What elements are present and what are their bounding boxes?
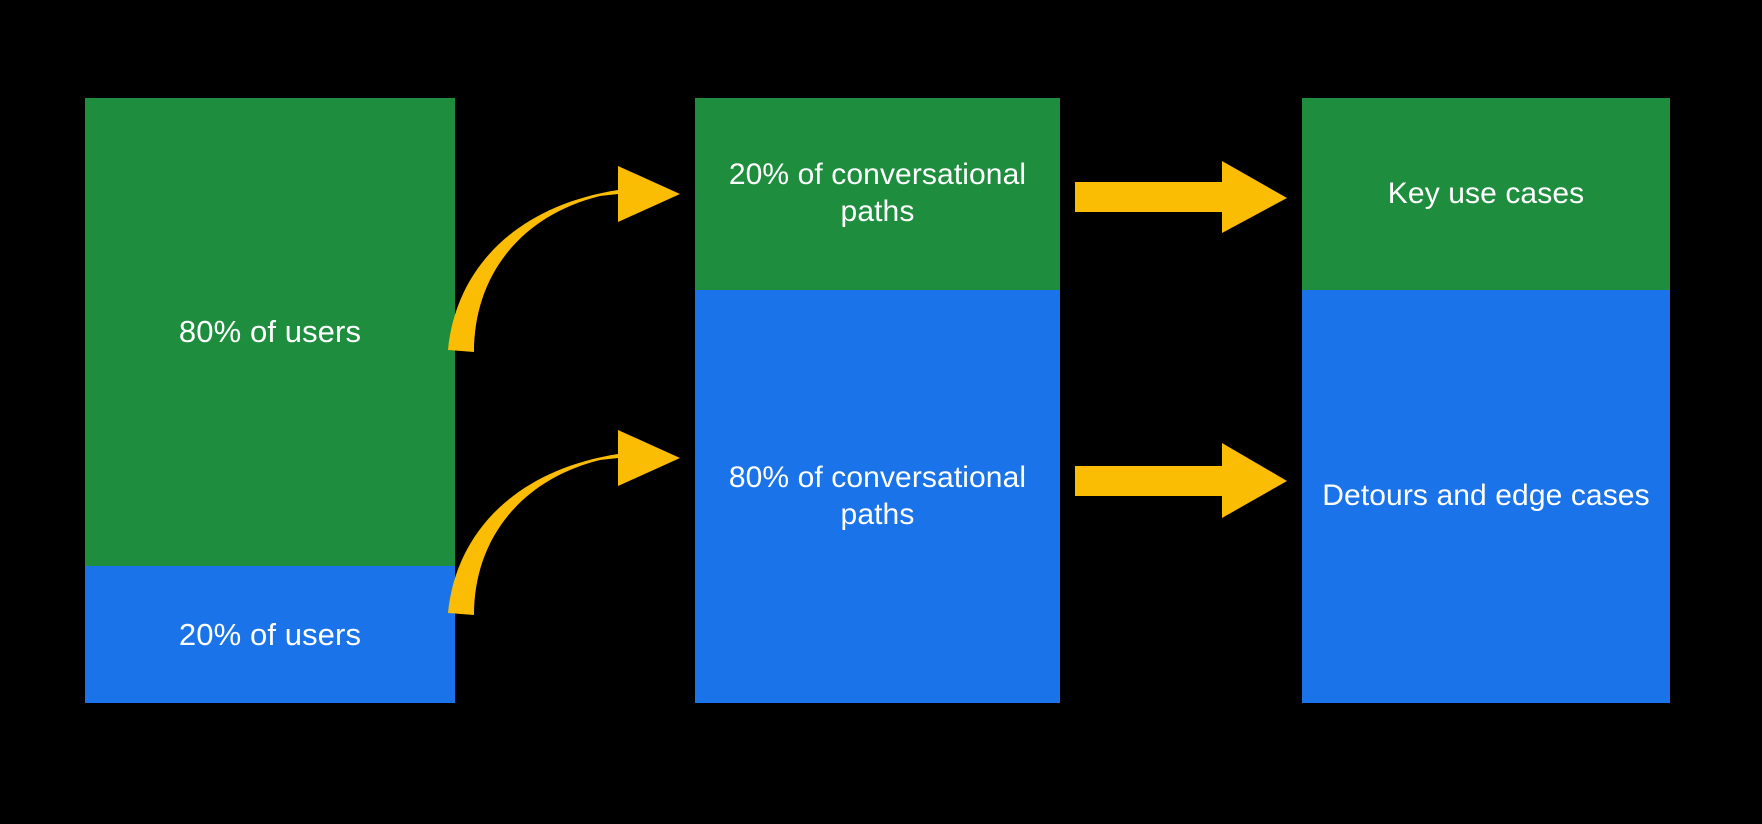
segment-paths-green: 20% of conversational paths <box>695 98 1060 290</box>
segment-outcomes-green-label: Key use cases <box>1387 176 1585 210</box>
curved-arrow-bottom-icon <box>448 430 680 615</box>
column-outcomes: Key use cases Detours and edge cases <box>1302 98 1670 703</box>
straight-arrow-bottom-icon <box>1075 443 1287 518</box>
segment-outcomes-blue: Detours and edge cases <box>1302 290 1670 703</box>
segment-users-green-label: 80% of users <box>178 314 362 350</box>
segment-outcomes-green: Key use cases <box>1302 98 1670 290</box>
segment-paths-blue: 80% of conversational paths <box>695 290 1060 703</box>
column-conversational-paths: 20% of conversational paths 80% of conve… <box>695 98 1060 703</box>
straight-arrow-top-icon <box>1075 161 1287 233</box>
segment-users-blue-label: 20% of users <box>178 616 362 652</box>
segment-users-blue: 20% of users <box>85 566 455 703</box>
segment-outcomes-blue-label: Detours and edge cases <box>1322 479 1650 513</box>
segment-paths-green-label: 20% of conversational paths <box>728 158 1027 228</box>
segment-users-green: 80% of users <box>85 98 455 566</box>
curved-arrow-top-icon <box>448 166 680 352</box>
column-users: 80% of users 20% of users <box>85 98 455 703</box>
segment-paths-blue-label: 80% of conversational paths <box>728 460 1027 531</box>
